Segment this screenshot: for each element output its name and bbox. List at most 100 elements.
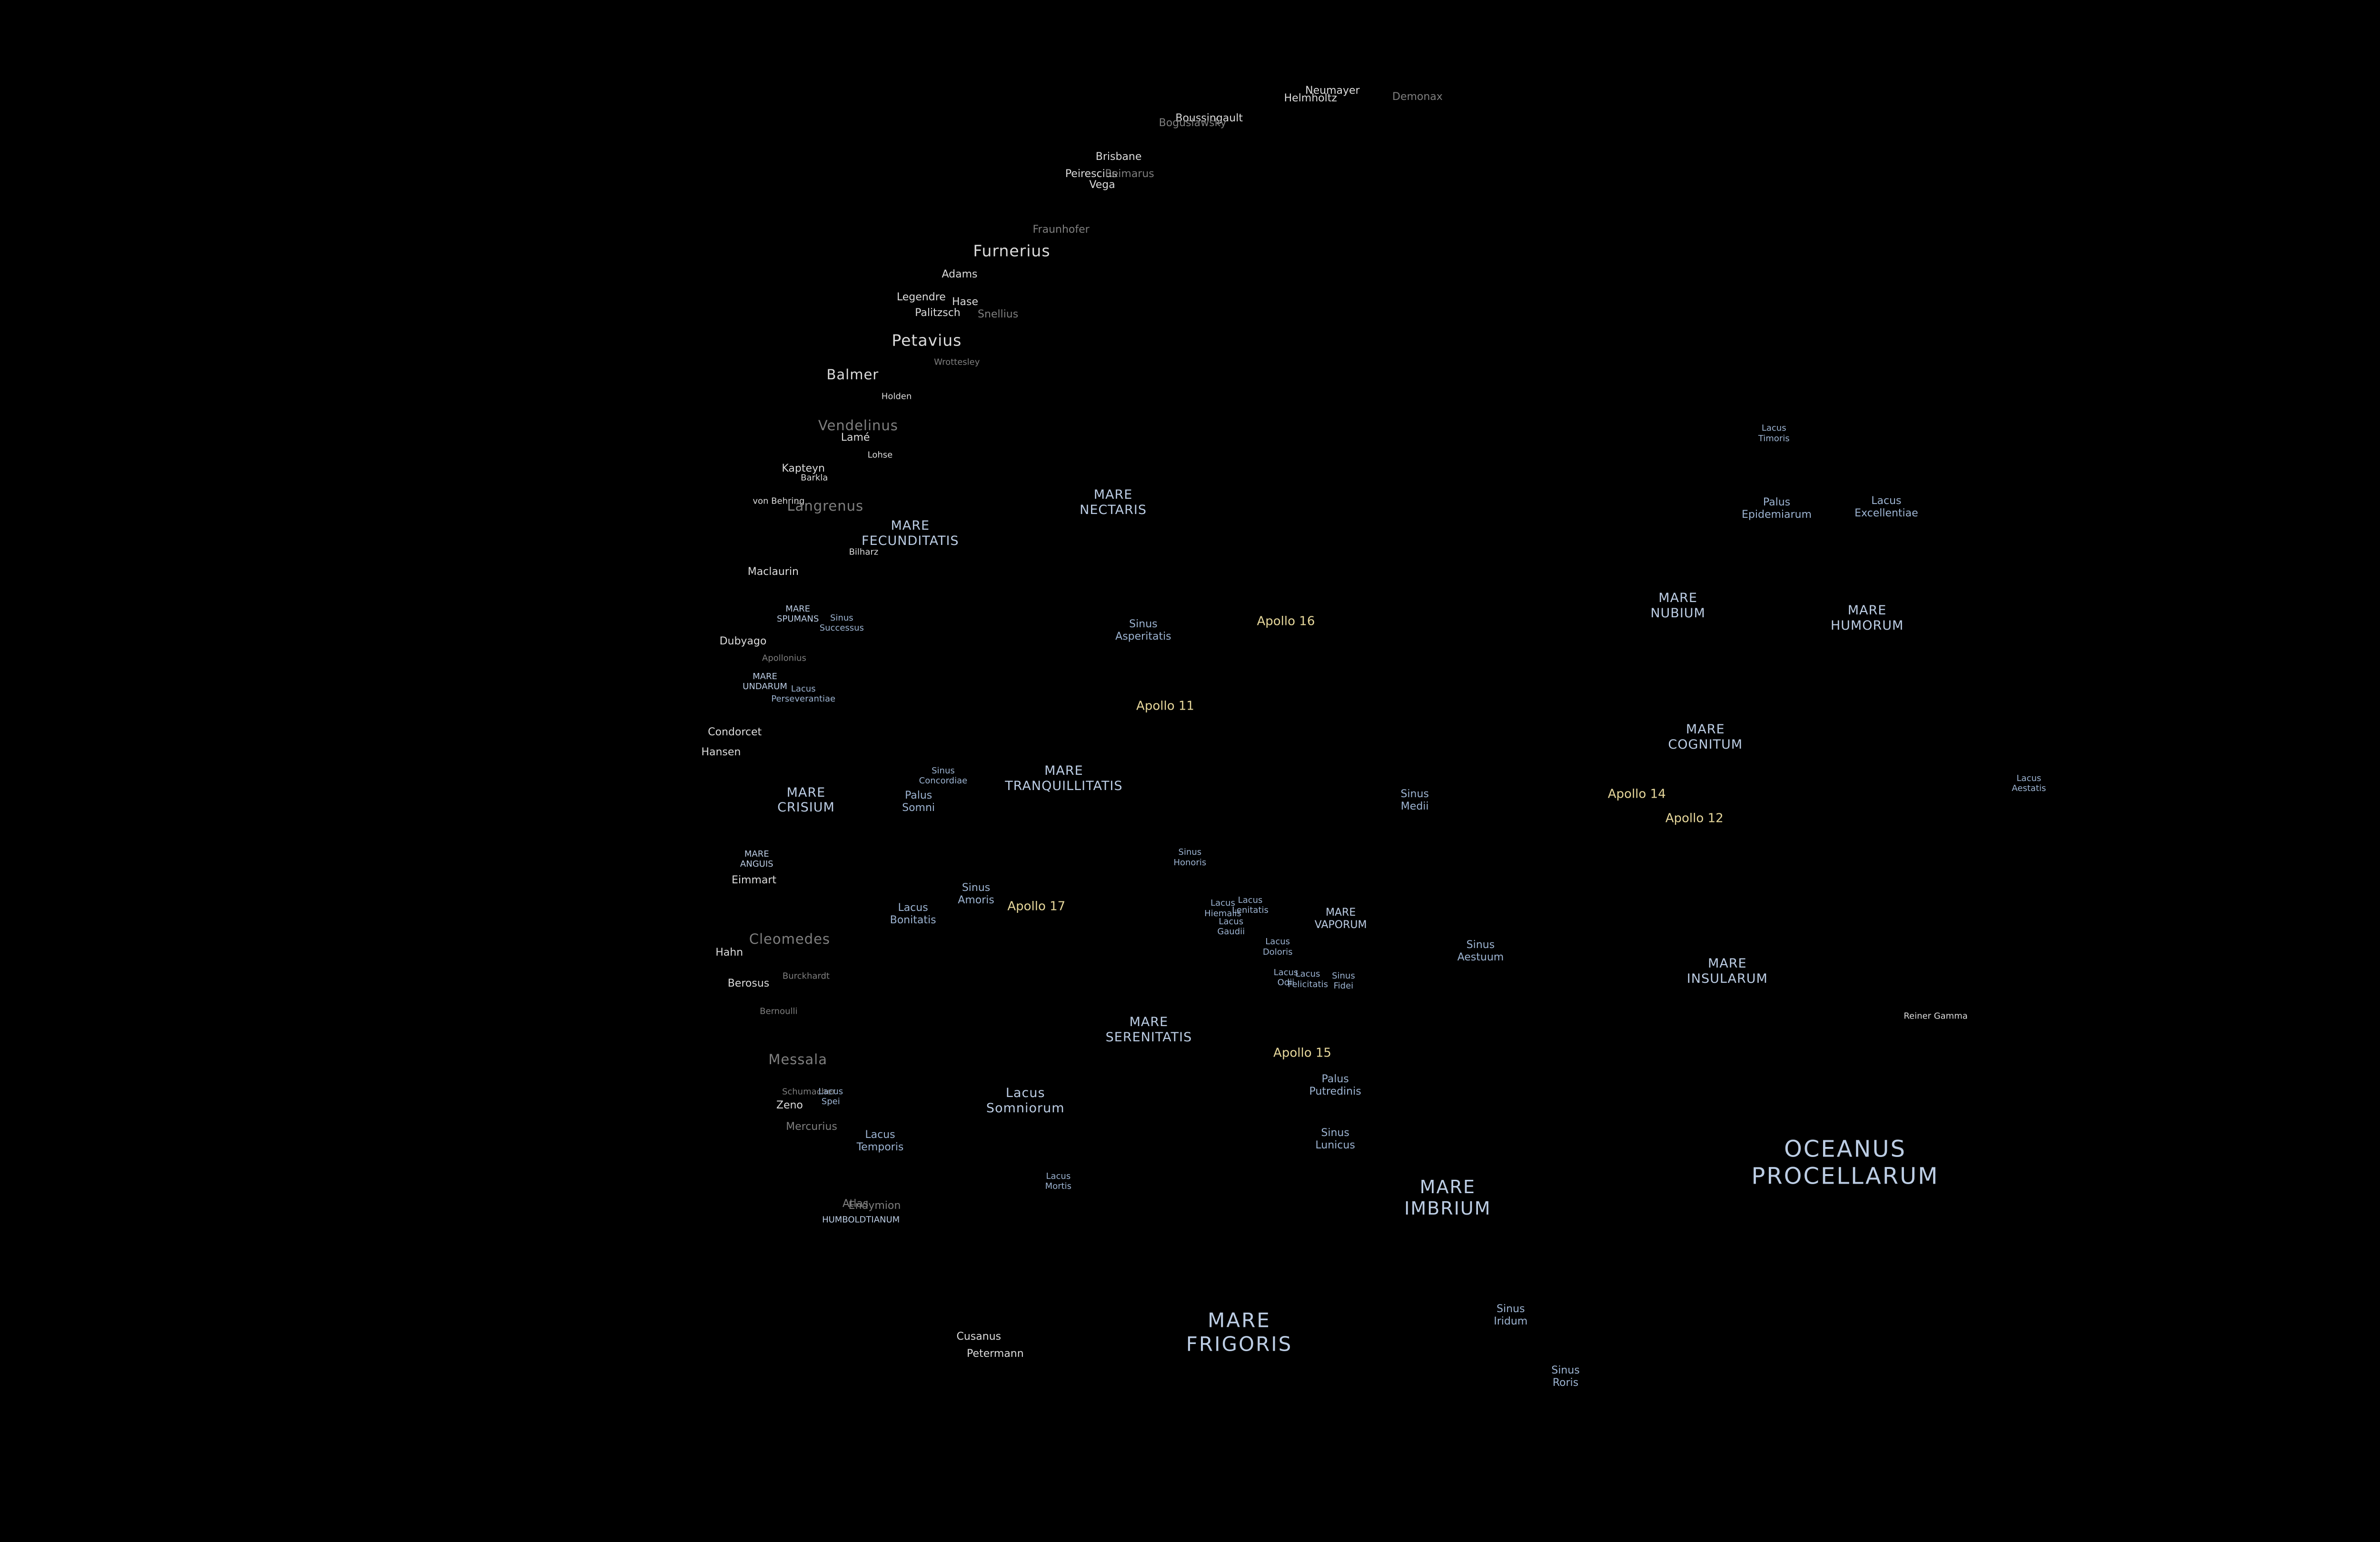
map-label-mare-imbrium[interactable]: MARE IMBRIUM xyxy=(1404,1176,1491,1219)
map-label-apollonius[interactable]: Apollonius xyxy=(762,653,806,663)
map-label-hahn[interactable]: Hahn xyxy=(715,947,744,959)
map-label-mare-spumans[interactable]: MARE SPUMANS xyxy=(777,603,819,624)
map-label-lacus-somniorum[interactable]: Lacus Somniorum xyxy=(986,1086,1065,1116)
map-label-mare-anguis[interactable]: MARE ANGUIS xyxy=(740,849,774,869)
map-label-holden[interactable]: Holden xyxy=(881,391,912,402)
map-label-lacus-temporis[interactable]: Lacus Temporis xyxy=(856,1128,904,1153)
map-label-lacus-doloris[interactable]: Lacus Doloris xyxy=(1262,937,1293,957)
map-label-boguslawsky[interactable]: Boguslawsky xyxy=(1159,117,1227,129)
map-label-kapteyn[interactable]: Kapteyn xyxy=(782,462,825,474)
map-label-mare-fecunditatis[interactable]: MARE FECUNDITATIS xyxy=(862,518,959,549)
map-label-sinus-lunicus[interactable]: Sinus Lunicus xyxy=(1315,1127,1355,1152)
map-label-lacus-hiemalis[interactable]: Lacus Hiemalis xyxy=(1204,898,1241,919)
map-label-lohse[interactable]: Lohse xyxy=(867,450,893,460)
map-label-boussingault[interactable]: Boussingault xyxy=(1175,112,1243,125)
map-label-sinus-amoris[interactable]: Sinus Amoris xyxy=(958,882,994,907)
map-label-snellius[interactable]: Snellius xyxy=(978,308,1019,320)
map-label-mare-serenitatis[interactable]: MARE SERENITATIS xyxy=(1105,1015,1192,1045)
map-label-petavius[interactable]: Petavius xyxy=(892,331,962,350)
map-label-lam[interactable]: Lamé xyxy=(841,432,870,444)
map-label-sinus-concordiae[interactable]: Sinus Concordiae xyxy=(919,765,968,786)
map-label-wrottesley[interactable]: Wrottesley xyxy=(934,357,980,367)
map-label-sinus-fidei[interactable]: Sinus Fidei xyxy=(1332,970,1355,991)
map-label-palus-somni[interactable]: Palus Somni xyxy=(902,789,935,814)
map-label-apollo-15[interactable]: Apollo 15 xyxy=(1273,1046,1331,1060)
map-label-lacus-excellentiae[interactable]: Lacus Excellentiae xyxy=(1854,495,1918,519)
map-label-petermann[interactable]: Petermann xyxy=(967,1347,1024,1360)
map-label-palus-putredinis[interactable]: Palus Putredinis xyxy=(1309,1073,1361,1097)
map-label-demonax[interactable]: Demonax xyxy=(1392,91,1443,103)
map-label-legendre[interactable]: Legendre xyxy=(896,291,946,304)
map-label-mare-crisium[interactable]: MARE CRISIUM xyxy=(777,785,835,815)
map-label-humboldtianum[interactable]: HUMBOLDTIANUM xyxy=(822,1215,900,1225)
map-label-vega[interactable]: Vega xyxy=(1089,178,1115,191)
map-label-bilharz[interactable]: Bilharz xyxy=(849,547,879,557)
map-label-cleomedes[interactable]: Cleomedes xyxy=(749,931,831,948)
map-label-mercurius[interactable]: Mercurius xyxy=(786,1121,837,1133)
map-label-lacus-gaudii[interactable]: Lacus Gaudii xyxy=(1217,917,1245,937)
map-label-cusanus[interactable]: Cusanus xyxy=(956,1331,1002,1343)
map-label-lacus-perseverantiae[interactable]: Lacus Perseverantiae xyxy=(771,683,836,704)
map-label-von-behring[interactable]: von Behring xyxy=(753,496,805,506)
map-label-apollo-16[interactable]: Apollo 16 xyxy=(1257,614,1315,629)
map-label-mare-cognitum[interactable]: MARE COGNITUM xyxy=(1668,722,1743,752)
map-label-condorcet[interactable]: Condorcet xyxy=(708,726,762,739)
map-label-mare-tranquillitatis[interactable]: MARE TRANQUILLITATIS xyxy=(1005,763,1123,794)
map-label-mare-humorum[interactable]: MARE HUMORUM xyxy=(1830,603,1904,633)
map-label-mare-insularum[interactable]: MARE INSULARUM xyxy=(1686,956,1768,987)
map-label-berosus[interactable]: Berosus xyxy=(727,978,770,990)
map-label-mare-nubium[interactable]: MARE NUBIUM xyxy=(1650,591,1706,621)
map-label-endymion[interactable]: Endymion xyxy=(848,1199,901,1212)
map-label-brisbane[interactable]: Brisbane xyxy=(1095,151,1142,163)
map-label-zeno[interactable]: Zeno xyxy=(776,1099,803,1112)
map-label-balmer[interactable]: Balmer xyxy=(826,366,879,383)
map-label-furnerius[interactable]: Furnerius xyxy=(973,241,1051,260)
map-label-lacus-mortis[interactable]: Lacus Mortis xyxy=(1045,1171,1072,1191)
map-label-sinus-iridum[interactable]: Sinus Iridum xyxy=(1494,1303,1528,1327)
map-label-sinus-successus[interactable]: Sinus Successus xyxy=(819,613,864,633)
map-label-sinus-honoris[interactable]: Sinus Honoris xyxy=(1173,847,1207,868)
map-label-dubyago[interactable]: Dubyago xyxy=(719,635,767,647)
map-label-sinus-asperitatis[interactable]: Sinus Asperitatis xyxy=(1115,618,1171,643)
map-label-eimmart[interactable]: Eimmart xyxy=(731,874,777,887)
map-label-helmholtz[interactable]: Helmholtz xyxy=(1284,92,1337,105)
map-label-palus-epidemiarum[interactable]: Palus Epidemiarum xyxy=(1742,496,1812,521)
map-label-lacus-aestatis[interactable]: Lacus Aestatis xyxy=(2012,773,2046,793)
map-label-mare-undarum[interactable]: MARE UNDARUM xyxy=(743,671,787,692)
map-label-palitzsch[interactable]: Palitzsch xyxy=(915,306,961,319)
map-label-reimarus[interactable]: Reimarus xyxy=(1105,168,1154,180)
map-label-hase[interactable]: Hase xyxy=(952,296,979,308)
map-label-peirescius[interactable]: Peirescius xyxy=(1065,168,1118,180)
map-label-fraunhofer[interactable]: Fraunhofer xyxy=(1032,223,1090,236)
map-label-schumacher[interactable]: Schumacher xyxy=(782,1087,836,1097)
map-label-burckhardt[interactable]: Burckhardt xyxy=(782,971,830,981)
map-label-reiner-gamma[interactable]: Reiner Gamma xyxy=(1904,1011,1968,1021)
map-label-apollo-14[interactable]: Apollo 14 xyxy=(1607,787,1666,801)
map-label-neumayer[interactable]: Neumayer xyxy=(1305,85,1360,97)
map-label-messala[interactable]: Messala xyxy=(768,1051,827,1068)
map-label-lacus-odii[interactable]: Lacus Odii xyxy=(1273,967,1299,988)
map-label-sinus-aestuum[interactable]: Sinus Aestuum xyxy=(1457,939,1504,964)
map-label-lacus-lenitatis[interactable]: Lacus Lenitatis xyxy=(1232,895,1269,915)
map-label-hansen[interactable]: Hansen xyxy=(701,746,741,759)
map-label-mare-vaporum[interactable]: MARE VAPORUM xyxy=(1314,907,1367,931)
map-label-sinus-roris[interactable]: Sinus Roris xyxy=(1551,1364,1580,1389)
map-label-bernoulli[interactable]: Bernoulli xyxy=(760,1006,798,1017)
map-label-lacus-felicitatis[interactable]: Lacus Felicitatis xyxy=(1288,969,1328,989)
map-label-sinus-medii[interactable]: Sinus Medii xyxy=(1400,788,1429,812)
map-label-mare-frigoris[interactable]: MARE FRIGORIS xyxy=(1186,1308,1293,1356)
map-label-vendelinus[interactable]: Vendelinus xyxy=(818,417,898,434)
map-label-mare-nectaris[interactable]: MARE NECTARIS xyxy=(1080,487,1147,518)
map-label-atlas[interactable]: Atlas xyxy=(842,1198,869,1210)
map-label-langrenus[interactable]: Langrenus xyxy=(787,497,864,514)
map-label-lacus-timoris[interactable]: Lacus Timoris xyxy=(1758,423,1790,444)
map-label-adams[interactable]: Adams xyxy=(942,268,978,280)
map-label-apollo-11[interactable]: Apollo 11 xyxy=(1136,699,1194,713)
map-label-lacus-spei[interactable]: Lacus Spei xyxy=(818,1086,843,1107)
map-label-lacus-bonitatis[interactable]: Lacus Bonitatis xyxy=(890,902,936,927)
map-label-barkla[interactable]: Barkla xyxy=(801,473,828,483)
map-label-apollo-12[interactable]: Apollo 12 xyxy=(1665,811,1724,826)
map-label-maclaurin[interactable]: Maclaurin xyxy=(747,566,799,578)
map-label-apollo-17[interactable]: Apollo 17 xyxy=(1007,899,1066,914)
